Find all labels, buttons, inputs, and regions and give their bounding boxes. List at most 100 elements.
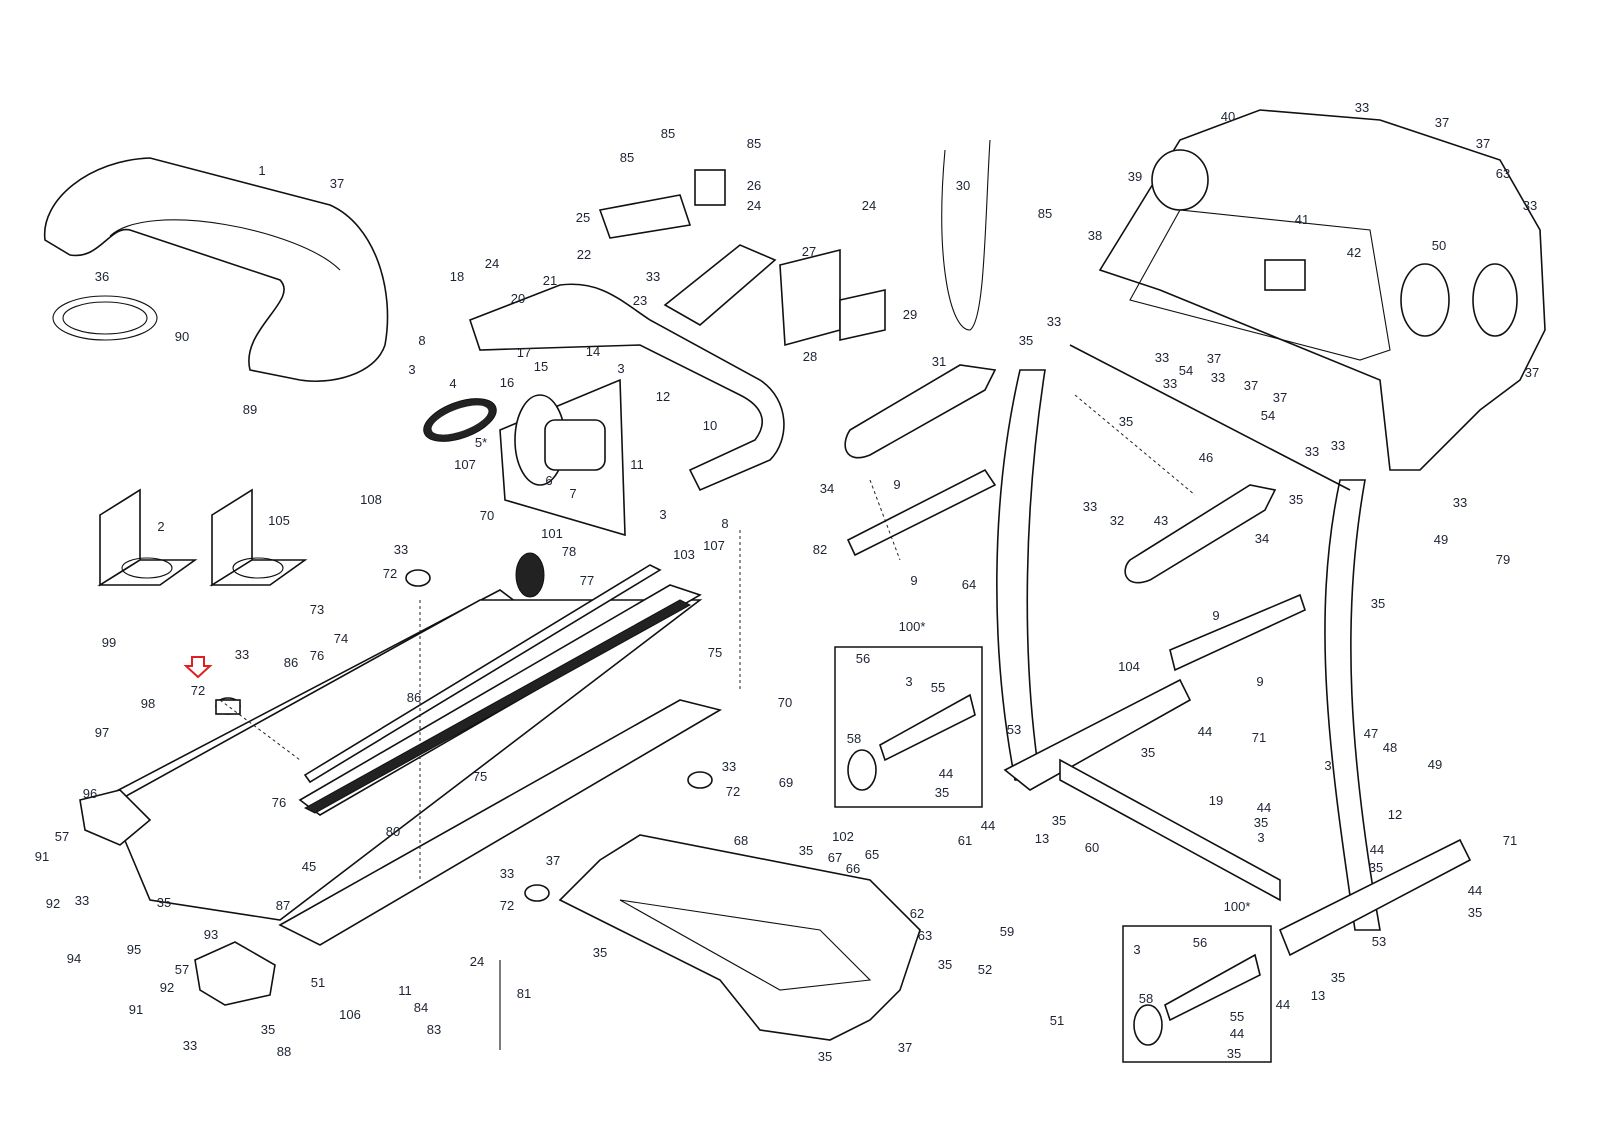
part-callout-label: 102 <box>832 829 854 844</box>
part-callout-label: 37 <box>898 1040 912 1055</box>
part-callout-label: 21 <box>543 273 557 288</box>
part-callout-label: 80 <box>386 824 400 839</box>
part-callout-label: 11 <box>398 983 412 998</box>
part-callout-label: 4 <box>449 376 456 391</box>
part-callout-label: 53 <box>1372 934 1386 949</box>
part-callout-label: 52 <box>978 962 992 977</box>
part-callout-label: 43 <box>1154 513 1168 528</box>
wheel-assembly-box-1 <box>834 646 983 808</box>
part-callout-label: 92 <box>160 980 174 995</box>
part-callout-label: 9 <box>910 573 917 588</box>
part-callout-label: 33 <box>183 1038 197 1053</box>
part-callout-label: 84 <box>414 1000 428 1015</box>
running-deck <box>278 699 723 946</box>
part-callout-label: 83 <box>427 1022 441 1037</box>
part-callout-label: 46 <box>1199 450 1213 465</box>
part-callout-label: 99 <box>102 635 116 650</box>
part-callout-label: 70 <box>778 695 792 710</box>
part-callout-label: 95 <box>127 942 141 957</box>
part-callout-label: 73 <box>310 602 324 617</box>
part-callout-label: 24 <box>485 256 499 271</box>
part-callout-label: 44 <box>1198 724 1212 739</box>
part-callout-label: 35 <box>799 843 813 858</box>
part-callout-label: 28 <box>803 349 817 364</box>
part-callout-label: 85 <box>747 136 761 151</box>
part-callout-label: 65 <box>865 847 879 862</box>
highlight-arrow-icon <box>183 656 213 679</box>
part-callout-label: 37 <box>1525 365 1539 380</box>
part-callout-label: 86 <box>407 690 421 705</box>
part-callout-label: 85 <box>661 126 675 141</box>
part-callout-label: 78 <box>562 544 576 559</box>
part-callout-label: 12 <box>1388 807 1402 822</box>
part-callout-label: 91 <box>129 1002 143 1017</box>
part-callout-label: 19 <box>1209 793 1223 808</box>
part-callout-label: 91 <box>35 849 49 864</box>
part-callout-label: 93 <box>204 927 218 942</box>
callout-labels: 1373690891824202122858585262524332327242… <box>35 100 1539 1064</box>
part-callout-label: 35 <box>1289 492 1303 507</box>
part-callout-label: 44 <box>1370 842 1384 857</box>
part-callout-label: 33 <box>1453 495 1467 510</box>
part-callout-label: 68 <box>734 833 748 848</box>
part-callout-label: 44 <box>981 818 995 833</box>
part-callout-label: 57 <box>175 962 189 977</box>
part-callout-label: 10 <box>703 418 717 433</box>
part-callout-label: 107 <box>703 538 725 553</box>
part-callout-label: 3 <box>905 674 912 689</box>
part-callout-label: 35 <box>935 785 949 800</box>
part-callout-label: 33 <box>1083 499 1097 514</box>
part-callout-label: 50 <box>1432 238 1446 253</box>
part-callout-label: 66 <box>846 861 860 876</box>
power-cord <box>52 295 158 341</box>
part-callout-label: 64 <box>962 577 976 592</box>
upright-frame <box>996 369 1046 781</box>
part-callout-label: 55 <box>931 680 945 695</box>
part-callout-label: 72 <box>191 683 205 698</box>
part-callout-label: 76 <box>272 795 286 810</box>
part-callout-label: 35 <box>261 1022 275 1037</box>
part-callout-label: 3 <box>1324 758 1331 773</box>
part-callout-label: 35 <box>1371 596 1385 611</box>
part-callout-label: 63 <box>1496 166 1510 181</box>
part-callout-label: 42 <box>1347 245 1361 260</box>
part-callout-label: 107 <box>454 457 476 472</box>
part-callout-label: 57 <box>55 829 69 844</box>
part-callout-label: 70 <box>480 508 494 523</box>
part-callout-label: 44 <box>939 766 953 781</box>
part-callout-label: 6 <box>545 473 552 488</box>
part-callout-label: 36 <box>95 269 109 284</box>
part-callout-label: 39 <box>1128 169 1142 184</box>
part-callout-label: 37 <box>546 853 560 868</box>
part-callout-label: 3 <box>408 362 415 377</box>
part-callout-label: 55 <box>1230 1009 1244 1024</box>
part-callout-label: 44 <box>1276 997 1290 1012</box>
part-callout-label: 69 <box>779 775 793 790</box>
part-callout-label: 71 <box>1503 833 1517 848</box>
part-callout-label: 26 <box>747 178 761 193</box>
manual-cd-2 <box>97 488 198 587</box>
wheel-assembly-box-2 <box>1122 925 1272 1063</box>
part-drawings <box>44 109 1546 1063</box>
part-callout-label: 88 <box>277 1044 291 1059</box>
part-callout-label: 104 <box>1118 659 1140 674</box>
part-callout-label: 35 <box>1119 414 1133 429</box>
part-callout-label: 37 <box>1435 115 1449 130</box>
part-callout-label: 34 <box>820 481 834 496</box>
part-callout-label: 3 <box>659 507 666 522</box>
console <box>1098 109 1546 471</box>
part-callout-label: 53 <box>1007 722 1021 737</box>
part-callout-label: 94 <box>67 951 81 966</box>
part-callout-label: 67 <box>828 850 842 865</box>
part-callout-label: 60 <box>1085 840 1099 855</box>
part-callout-label: 35 <box>1468 905 1482 920</box>
part-callout-label: 33 <box>394 542 408 557</box>
part-callout-label: 35 <box>938 957 952 972</box>
base-pan <box>558 834 921 1041</box>
part-callout-label: 74 <box>334 631 348 646</box>
part-callout-label: 75 <box>708 645 722 660</box>
part-callout-label: 47 <box>1364 726 1378 741</box>
part-callout-label: 56 <box>856 651 870 666</box>
manual-cd-105 <box>209 488 308 587</box>
part-callout-label: 30 <box>956 178 970 193</box>
